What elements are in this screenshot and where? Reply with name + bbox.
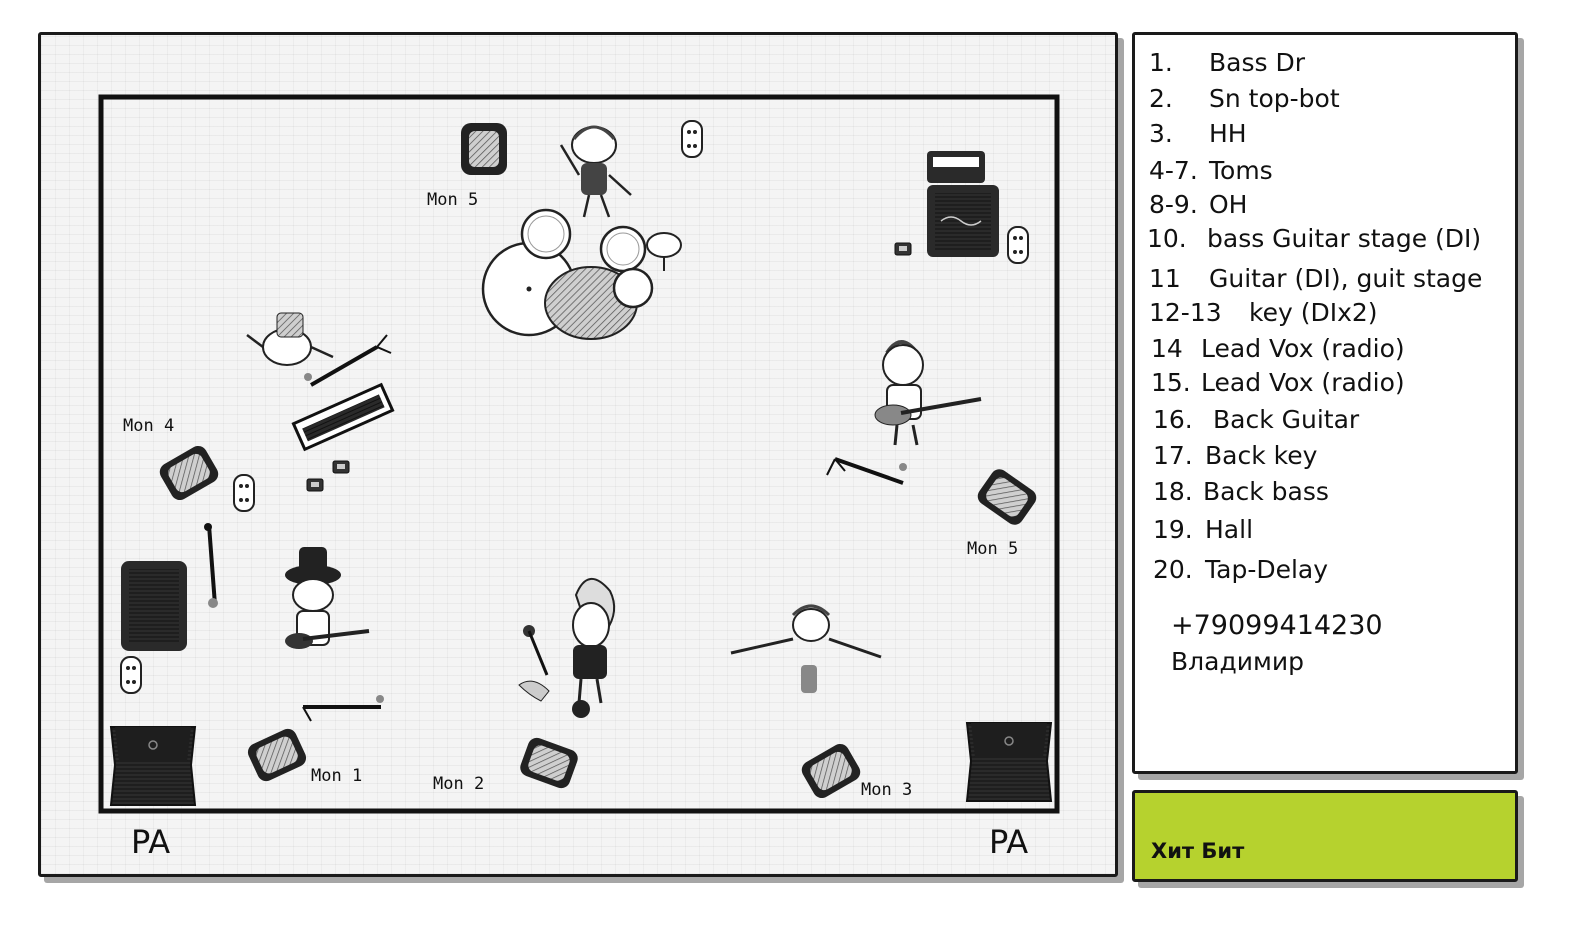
channel-row: 16. Back Guitar (1153, 405, 1359, 434)
mon5-right-label: Mon 5 (967, 539, 1018, 559)
channel-number: 19. (1153, 515, 1193, 544)
mon1-label: Mon 1 (311, 766, 362, 786)
channel-number: 12-13 (1149, 298, 1222, 327)
channel-number: 10. (1147, 224, 1187, 253)
bassist-figure (874, 340, 982, 446)
monitor-wedge-icon (974, 465, 1040, 529)
channel-number: 2. (1149, 84, 1173, 113)
channel-row: 12-13 key (DIx2) (1149, 298, 1378, 327)
channel-label: Toms (1209, 156, 1273, 185)
pedal-icon (306, 478, 324, 492)
channel-row: 4-7. Toms (1149, 156, 1273, 185)
channel-label: Lead Vox (radio) (1201, 334, 1405, 363)
back-vocalist-figure (730, 604, 882, 693)
power-outlet-icon (233, 474, 255, 512)
monitor-wedge-icon (798, 740, 864, 802)
contact-phone: +79099414230 (1171, 610, 1383, 641)
mon3-label: Mon 3 (861, 780, 912, 800)
channel-row: 2. Sn top-bot (1149, 84, 1340, 113)
channel-label: Lead Vox (radio) (1201, 368, 1405, 397)
mon4-label: Mon 4 (123, 416, 174, 436)
mon5-top-label: Mon 5 (427, 190, 478, 210)
pedal-icon (894, 242, 912, 256)
guitar-amp-icon (121, 561, 187, 651)
mic-stand-icon (304, 334, 392, 387)
channel-number: 4-7. (1149, 156, 1198, 185)
channel-label: HH (1209, 119, 1247, 148)
channel-row: 17. Back key (1153, 441, 1317, 470)
power-outlet-icon (1007, 226, 1029, 264)
channel-number: 16. (1153, 405, 1193, 434)
mic-stand-icon (302, 695, 384, 722)
channel-row: 8-9. OH (1149, 190, 1247, 219)
channel-row: 15. Lead Vox (radio) (1151, 368, 1405, 397)
monitor-wedge-icon (517, 735, 581, 791)
channel-label: Sn top-bot (1209, 84, 1340, 113)
channel-row: 11 Guitar (DI), guit stage (1149, 264, 1482, 293)
channel-number: 18. (1153, 477, 1193, 506)
channel-number: 11 (1149, 264, 1181, 293)
mon2-label: Mon 2 (433, 774, 484, 794)
contact-name: Владимир (1171, 647, 1304, 676)
channel-label: Back key (1205, 441, 1318, 470)
stage-outline (98, 94, 1060, 814)
tom-icon (599, 225, 647, 273)
channel-label: Bass Dr (1209, 48, 1305, 77)
channel-row: 18. Back bass (1153, 477, 1329, 506)
vocalist-figure (518, 578, 616, 718)
pa-speaker-icon (965, 722, 1053, 802)
channel-row: 20. Tap-Delay (1153, 555, 1328, 584)
channel-number: 20. (1153, 555, 1193, 584)
monitor-wedge-icon (156, 442, 222, 504)
stage-plot-panel: Mon 5 Mo (38, 32, 1118, 877)
mic-stand-icon (523, 625, 549, 676)
channel-label: bass Guitar stage (DI) (1207, 224, 1482, 253)
power-outlet-icon (681, 120, 703, 158)
channel-number: 8-9. (1149, 190, 1198, 219)
channel-row: 19. Hall (1153, 515, 1253, 544)
cymbal-icon (646, 232, 682, 258)
keyboardist-figure (246, 312, 334, 366)
band-name: Хит Бит (1151, 839, 1245, 863)
channel-number: 3. (1149, 119, 1173, 148)
drum-kit (461, 123, 682, 340)
channel-number: 14 (1151, 334, 1183, 363)
input-list-panel: 1. Bass Dr 2. Sn top-bot 3. HH 4-7. Toms 8-9… (1132, 32, 1518, 774)
keyboard-icon (291, 382, 395, 452)
pa-right-label: PA (989, 823, 1028, 861)
drummer-figure (559, 125, 632, 218)
channel-label: Hall (1205, 515, 1254, 544)
stage-plot: Mon 5 Mo (98, 94, 1060, 861)
channel-row: 10. bass Guitar stage (DI) (1147, 224, 1481, 253)
channel-number: 17. (1153, 441, 1193, 470)
channel-row: 3. HH (1149, 119, 1247, 148)
channel-label: Back bass (1203, 477, 1329, 506)
monitor-wedge-icon (244, 725, 310, 785)
channel-row: 14 Lead Vox (radio) (1151, 334, 1405, 363)
band-name-panel: Хит Бит (1132, 790, 1518, 882)
floor-tom-icon (612, 267, 654, 309)
channel-label: Tap-Delay (1205, 555, 1329, 584)
mic-stand-icon (826, 457, 907, 485)
channel-row: 1. Bass Dr (1149, 48, 1305, 77)
bass-amp-icon (927, 151, 999, 257)
mic-stand-icon (204, 523, 218, 608)
channel-number: 1. (1149, 48, 1173, 77)
channel-label: Guitar (DI), guit stage (1209, 264, 1483, 293)
channel-label: key (DIx2) (1249, 298, 1378, 327)
tom-icon (520, 208, 572, 260)
channel-label: OH (1209, 190, 1248, 219)
pa-left-label: PA (131, 823, 170, 861)
guitarist-figure (285, 547, 370, 649)
channel-label: Back Guitar (1213, 405, 1360, 434)
pedal-icon (332, 460, 350, 474)
power-outlet-icon (120, 656, 142, 694)
pa-speaker-icon (109, 726, 197, 806)
channel-number: 15. (1151, 368, 1191, 397)
